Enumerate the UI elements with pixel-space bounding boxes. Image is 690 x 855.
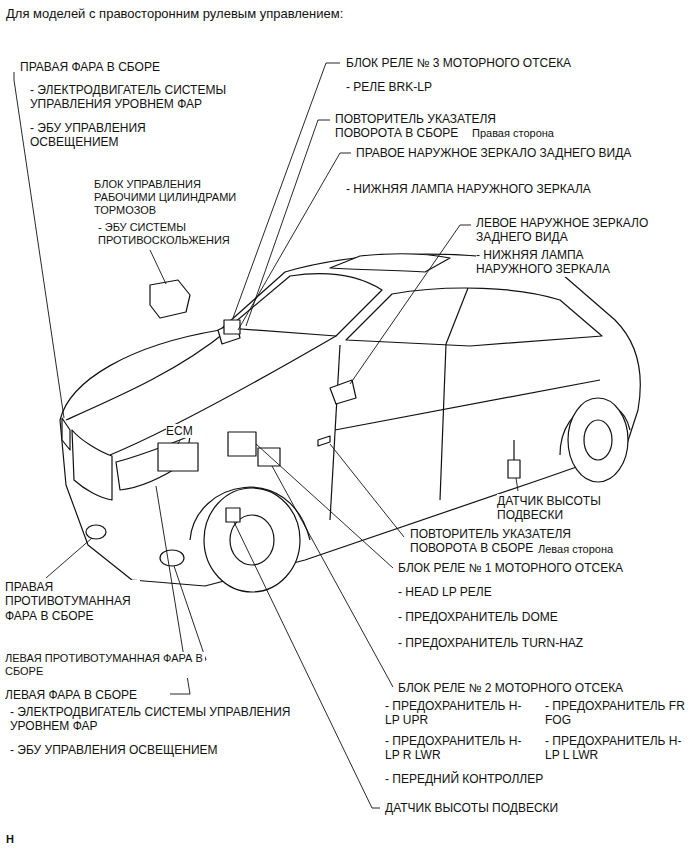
leader-line: [46, 538, 92, 578]
part-label: H: [6, 833, 14, 846]
leader-line: [516, 478, 518, 491]
leader-line: [272, 466, 393, 687]
part-label: ПРАВАЯ ФАРА В СБОРЕ: [20, 60, 160, 74]
part-label: - ПРЕДОХРАНИТЕЛЬ DOME: [398, 610, 558, 624]
part-label: - ПЕРЕДНИЙ КОНТРОЛЛЕР: [385, 772, 543, 786]
grille: [72, 430, 112, 500]
relay-block: [228, 432, 256, 456]
door-line: [330, 345, 340, 520]
part-label: Левая сторона: [538, 543, 613, 556]
part-label: - ПРЕДОХРАНИТЕЛЬ H-LP UPR: [385, 699, 530, 728]
side-window: [346, 288, 602, 346]
rear-wheel: [568, 398, 628, 482]
hood-line: [110, 336, 336, 455]
part-label: - ЭБУ УПРАВЛЕНИЯ ОСВЕЩЕНИЕМ: [30, 121, 180, 150]
part-label: БЛОК РЕЛЕ № 2 МОТОРНОГО ОТСЕКА: [398, 681, 623, 695]
headlight: [62, 418, 70, 450]
part-label: - ПРЕДОХРАНИТЕЛЬ TURN-HAZ: [398, 636, 583, 650]
part-label: - HEAD LP РЕЛЕ: [398, 585, 492, 599]
part-label: ЛЕВОЕ НАРУЖНОЕ ЗЕРКАЛО ЗАДНЕГО ВИДА: [476, 216, 681, 245]
part-label: Правая сторона: [472, 127, 554, 140]
front-wheel: [204, 488, 300, 592]
leader-line: [330, 444, 404, 537]
part-label: ПРАВОЕ НАРУЖНОЕ ЗЕРКАЛО ЗАДНЕГО ВИДА: [356, 146, 631, 160]
leader-line: [174, 566, 206, 660]
part-label: - ПРЕДОХРАНИТЕЛЬ FR FOG: [545, 699, 685, 728]
leader-line: [234, 522, 380, 808]
door-line: [440, 344, 446, 500]
relay-block: [224, 320, 240, 334]
fog-lamp: [160, 550, 184, 566]
part-label: - ПРЕДОХРАНИТЕЛЬ H-LP L LWR: [545, 734, 685, 763]
mirror: [330, 380, 356, 404]
door-line: [335, 380, 600, 430]
part-label: - ЭБУ УПРАВЛЕНИЯ ОСВЕЩЕНИЕМ: [10, 743, 218, 757]
car-body: [60, 254, 640, 586]
b-pillar: [446, 288, 468, 344]
leader-line: [350, 225, 471, 384]
turn-repeater: [318, 436, 330, 446]
rear-wheel-hub: [584, 420, 612, 460]
part-label: ПРАВАЯ ПРОТИВОТУМАННАЯ ФАРА В СБОРЕ: [5, 580, 140, 623]
part-label: ЛЕВАЯ ПРОТИВОТУМАННАЯ ФАРА В СБОРЕ: [5, 652, 205, 678]
leader-line: [256, 444, 393, 568]
hood-line: [66, 330, 228, 420]
part-label: - НИЖНЯЯ ЛАМПА НАРУЖНОГО ЗЕРКАЛА: [476, 248, 636, 277]
part-label: - НИЖНЯЯ ЛАМПА НАРУЖНОГО ЗЕРКАЛА: [346, 182, 591, 196]
leader-line: [238, 153, 351, 330]
height-sensor: [226, 508, 240, 522]
part-label: - РЕЛЕ BRK-LP: [346, 80, 432, 94]
part-label: ECM: [166, 424, 193, 438]
part-label: ДАТЧИК ВЫСОТЫ ПОДВЕСКИ: [497, 494, 627, 523]
part-label: ДАТЧИК ВЫСОТЫ ПОДВЕСКИ: [385, 801, 558, 815]
part-label: БЛОК РЕЛЕ № 1 МОТОРНОГО ОТСЕКА: [398, 561, 623, 575]
ecm-box: [158, 443, 198, 471]
fog-lamp: [86, 525, 106, 539]
part-label: БЛОК УПРАВЛЕНИЯ РАБОЧИМИ ЦИЛИНДРАМИ ТОРМ…: [94, 178, 244, 218]
part-label: - ПРЕДОХРАНИТЕЛЬ H-LP R LWR: [385, 734, 530, 763]
leader-line: [178, 440, 180, 444]
part-label: - ЭЛЕКТРОДВИГАТЕЛЬ СИСТЕМЫ УПРАВЛЕНИЯ УР…: [30, 83, 270, 112]
brake-actuator: [150, 280, 190, 318]
part-label: - ЭБУ СИСТЕМЫ ПРОТИВОСКОЛЬЖЕНИЯ: [98, 221, 248, 247]
sunroof: [330, 254, 450, 272]
part-label: БЛОК РЕЛЕ № 3 МОТОРНОГО ОТСЕКА: [346, 56, 571, 70]
part-label: ЛЕВАЯ ФАРА В СБОРЕ: [5, 688, 137, 702]
heading: Для моделей с правосторонним рулевым упр…: [6, 6, 343, 21]
leader-line: [150, 250, 166, 284]
height-sensor: [508, 440, 520, 478]
part-label: - ЭЛЕКТРОДВИГАТЕЛЬ СИСТЕМЫ УПРАВЛЕНИЯ УР…: [10, 705, 300, 734]
